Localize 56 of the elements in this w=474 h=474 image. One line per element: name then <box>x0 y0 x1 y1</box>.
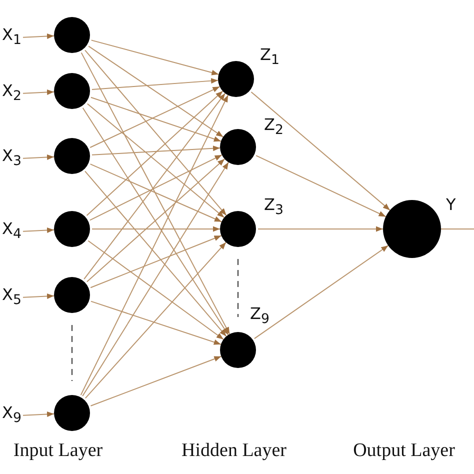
arrow <box>256 155 386 218</box>
arrow <box>86 158 226 282</box>
arrow <box>90 235 222 288</box>
arrow <box>89 154 222 221</box>
input-label: X$_{3}$ <box>2 146 22 172</box>
neuron-circle <box>54 73 90 109</box>
layer-label: Input Layer <box>13 440 103 462</box>
arrow <box>91 146 221 156</box>
neuron-label: Y <box>446 195 456 215</box>
arrow <box>90 96 222 142</box>
arrow <box>22 293 55 300</box>
arrow <box>92 226 220 232</box>
arrow <box>22 411 55 418</box>
arrow <box>22 89 55 96</box>
arrow <box>80 94 229 396</box>
arrow <box>82 107 229 336</box>
neuron-label: Z$_{2}$ <box>264 115 284 140</box>
arrow <box>90 86 220 148</box>
arrow <box>91 78 219 90</box>
neuron-circle <box>220 211 256 247</box>
arrow <box>84 242 226 399</box>
neuron-label: Z$_{3}$ <box>264 195 284 220</box>
neuron-circle <box>218 61 254 97</box>
neuron-circle <box>54 277 90 313</box>
neuron-label: Z$_{1}$ <box>260 45 280 70</box>
arrow <box>22 154 55 160</box>
arrow <box>258 226 384 232</box>
arrow <box>82 162 229 397</box>
input-label: X$_{5}$ <box>2 285 22 312</box>
arrow <box>250 91 390 211</box>
neuron-circle <box>54 138 90 174</box>
arrow <box>80 52 230 335</box>
layer-label: Hidden Layer <box>182 440 286 462</box>
arrow <box>88 46 224 138</box>
arrow <box>22 33 55 40</box>
neuron-circle <box>220 332 256 368</box>
neuron-circle <box>54 395 90 431</box>
neuron-circle <box>54 211 90 247</box>
input-label: X$_{2}$ <box>2 81 22 108</box>
arrow <box>88 240 224 340</box>
arrow <box>84 50 227 216</box>
arrow <box>84 92 226 280</box>
arrow <box>22 227 55 234</box>
input-label: X$_{4}$ <box>2 219 22 246</box>
input-label: X$_{1}$ <box>2 25 22 52</box>
input-label: X$_{9}$ <box>2 403 22 430</box>
neuron-circle <box>220 129 256 165</box>
neuron-label: Z$_{9}$ <box>250 304 270 330</box>
arrow <box>90 40 220 76</box>
arrow <box>90 356 222 406</box>
neuron-circle <box>54 17 90 53</box>
arrow <box>90 164 222 222</box>
arrow <box>254 245 389 340</box>
layer-label: Output Layer <box>353 440 455 462</box>
arrow <box>90 300 222 345</box>
arrow <box>84 170 227 337</box>
